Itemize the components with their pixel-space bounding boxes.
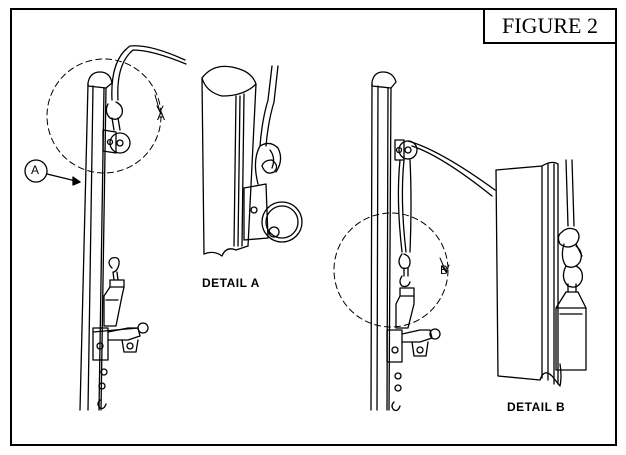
detail-b-circle [333,212,449,328]
figure-frame [10,8,617,446]
figure-title: FIGURE 2 [483,8,617,44]
detail-b-drawing [495,159,587,387]
pulley-left [102,129,131,154]
cleat-left [92,322,149,361]
detail-a-drawing [201,65,303,257]
callout-a-arrow-letter: A [157,109,166,123]
strap-left [103,286,125,327]
lower-rings-middle [391,372,402,412]
cleat-middle [386,328,441,363]
detail-a-label: DETAIL A [202,276,260,290]
detail-a-circle [46,58,162,174]
halyard-left [105,45,187,131]
mast-middle [370,71,397,411]
halyard-middle [397,140,496,253]
snap-hook-left [108,256,125,288]
mast-left [79,71,113,411]
strap-middle [395,295,415,329]
callout-b-arrow-letter: B [440,263,449,277]
detail-b-label: DETAIL B [507,400,566,414]
lower-rings-left [97,368,108,410]
snap-hook-middle [398,253,415,297]
callout-a-circle-letter: A [31,163,40,177]
callout-a-circle-shape [24,159,48,183]
